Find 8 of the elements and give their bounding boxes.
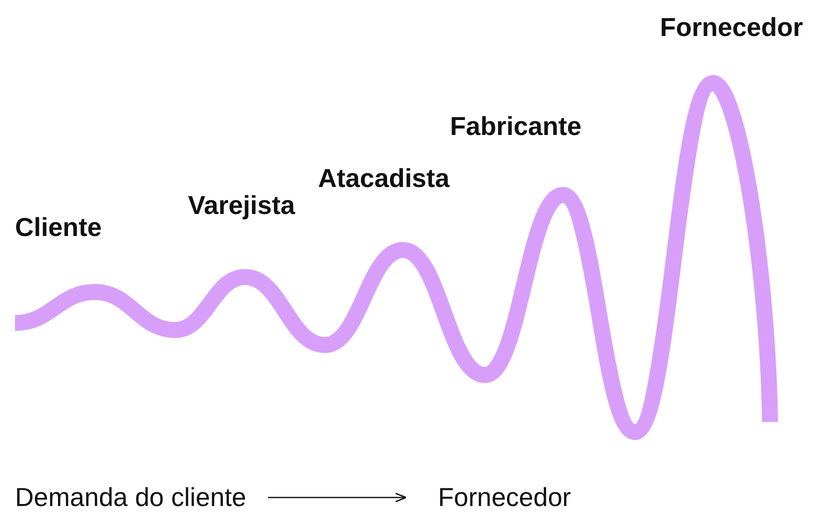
stage-label: Cliente (15, 214, 102, 240)
stage-label: Varejista (188, 192, 295, 218)
stage-label: Fornecedor (660, 14, 804, 40)
flow-text: Demanda do cliente (15, 483, 246, 512)
stage-label: Atacadista (318, 165, 450, 191)
stage-label: Fabricante (450, 113, 582, 139)
arrow (268, 492, 407, 502)
flow-text: Fornecedor (438, 483, 571, 512)
